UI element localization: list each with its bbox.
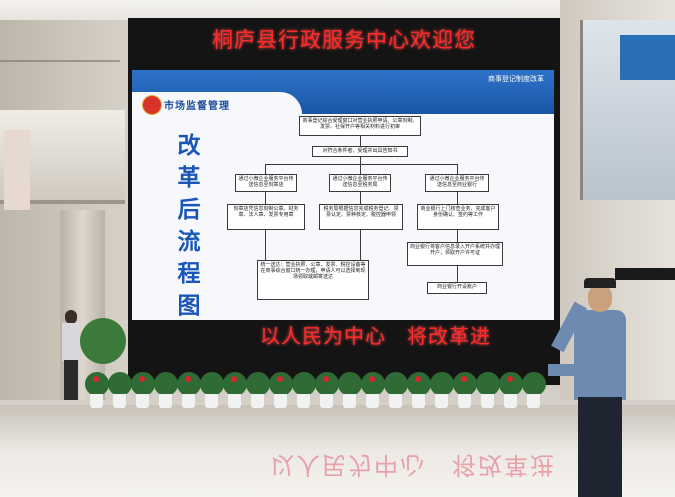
presenter-hair xyxy=(584,278,616,288)
flow-step-4a: 刻章店凭信息刻制公章、财务章、法人章、发票专用章 xyxy=(227,204,305,230)
flower-pot xyxy=(228,394,241,408)
flower-pot xyxy=(504,394,517,408)
presenter-head xyxy=(588,284,612,312)
flow-connector xyxy=(265,164,457,165)
screen-title: 桐庐县行政服务中心欢迎您 xyxy=(212,28,476,52)
flower-pot xyxy=(251,394,264,408)
flower-pot xyxy=(527,394,540,408)
right-blue-sign xyxy=(620,35,675,80)
flower-pot xyxy=(90,394,103,408)
red-flower xyxy=(185,376,191,382)
emblem-icon xyxy=(142,95,162,115)
screen-slogan: 以人民为中心 将改革进 xyxy=(260,324,491,348)
flow-step-5b: 商业银行将客户信息录入开户系统并办理开户，领取开户许可证 xyxy=(407,242,503,266)
red-flower xyxy=(415,376,421,382)
floor xyxy=(0,405,675,497)
presenter-figure xyxy=(548,272,640,497)
flow-step-3b: 通过小微企业服务平台传送信息至税务局 xyxy=(329,174,391,192)
flower-pot xyxy=(458,394,471,408)
plant-foliage xyxy=(430,372,454,396)
flower-pot xyxy=(274,394,287,408)
flow-step-6: 商业银行开设账户 xyxy=(427,282,487,294)
presentation-slide: 市场监督管理 商事登记制度改革 改革后流程图 商事登记综合受理窗口对营业执照申请… xyxy=(132,70,554,320)
flower-pots-row xyxy=(85,358,565,410)
flow-connector xyxy=(265,192,266,204)
flower-pot xyxy=(343,394,356,408)
flower-pot xyxy=(113,394,126,408)
flower-pot xyxy=(435,394,448,408)
flow-connector xyxy=(265,164,266,174)
flower-pot xyxy=(389,394,402,408)
flower-pot xyxy=(182,394,195,408)
plant-foliage xyxy=(200,372,224,396)
right-led-sign xyxy=(615,268,675,280)
floor-reflection: 以人民为中心 将改革进 xyxy=(270,451,556,479)
flower-pot xyxy=(320,394,333,408)
slide-header-band xyxy=(132,92,302,114)
flow-step-1: 商事登记综合受理窗口对营业执照申请、公章刻制、发票、社保开户等相关材料进行初审 xyxy=(299,116,421,136)
red-flower xyxy=(277,376,283,382)
flower-pot xyxy=(366,394,379,408)
plant-foliage xyxy=(246,372,270,396)
flow-connector xyxy=(360,230,361,260)
red-flower xyxy=(507,376,513,382)
flow-connector xyxy=(457,230,458,242)
plant-foliage xyxy=(154,372,178,396)
flowchart: 商事登记综合受理窗口对营业执照申请、公章刻制、发票、社保开户等相关材料进行初审 … xyxy=(227,116,547,320)
flow-step-4b: 税务局根据信息完成税务登记、领票认定、票种核定、税控器申领 xyxy=(319,204,403,230)
flow-step-2: 对符合条件者，受理并出具告知书 xyxy=(312,146,408,157)
slide-side-title: 改革后流程图 xyxy=(177,133,201,319)
flow-step-3a: 通过小微企业服务平台传送信息至刻章店 xyxy=(235,174,297,192)
flower-pot xyxy=(297,394,310,408)
flower-pot xyxy=(205,394,218,408)
red-flower xyxy=(461,376,467,382)
plant-foliage xyxy=(292,372,316,396)
flow-connector xyxy=(457,192,458,204)
plant-foliage xyxy=(338,372,362,396)
plant-foliage xyxy=(522,372,546,396)
visitor-figure xyxy=(60,310,82,400)
flow-connector xyxy=(360,164,361,174)
flow-connector xyxy=(265,230,266,260)
plant-foliage xyxy=(476,372,500,396)
flower-pot xyxy=(159,394,172,408)
plant-foliage xyxy=(108,372,132,396)
flower-pot xyxy=(136,394,149,408)
red-flower xyxy=(231,376,237,382)
presenter-uniform xyxy=(574,310,626,400)
red-flower xyxy=(369,376,375,382)
visitor-body xyxy=(62,323,80,361)
red-flower xyxy=(139,376,145,382)
red-flower xyxy=(323,376,329,382)
visitor-head xyxy=(65,310,77,324)
flow-step-5a: 统一送达：营业执照、公章、发票、税控设备等在商事综合窗口统一办理，申请人可以选择… xyxy=(257,260,369,300)
potted-bush xyxy=(80,318,126,364)
slide-tag: 商事登记制度改革 xyxy=(488,75,544,83)
presenter-legs xyxy=(578,397,622,497)
left-railing xyxy=(0,60,120,114)
flow-connector xyxy=(360,136,361,146)
red-flower xyxy=(93,376,99,382)
visitor-legs xyxy=(64,360,78,400)
flow-step-3c: 通过小微企业服务平台传送信息至商业银行 xyxy=(425,174,489,192)
plant-foliage xyxy=(384,372,408,396)
agency-name: 市场监督管理 xyxy=(164,101,230,112)
flow-connector xyxy=(360,192,361,204)
flower-pot xyxy=(412,394,425,408)
flow-connector xyxy=(457,164,458,174)
left-banner xyxy=(4,130,30,210)
flow-step-4c: 商业银行上门核查业务，完成客户身份确认、签约等工作 xyxy=(417,204,499,230)
flow-connector xyxy=(360,157,361,164)
flower-pot xyxy=(481,394,494,408)
flow-connector xyxy=(457,266,458,282)
